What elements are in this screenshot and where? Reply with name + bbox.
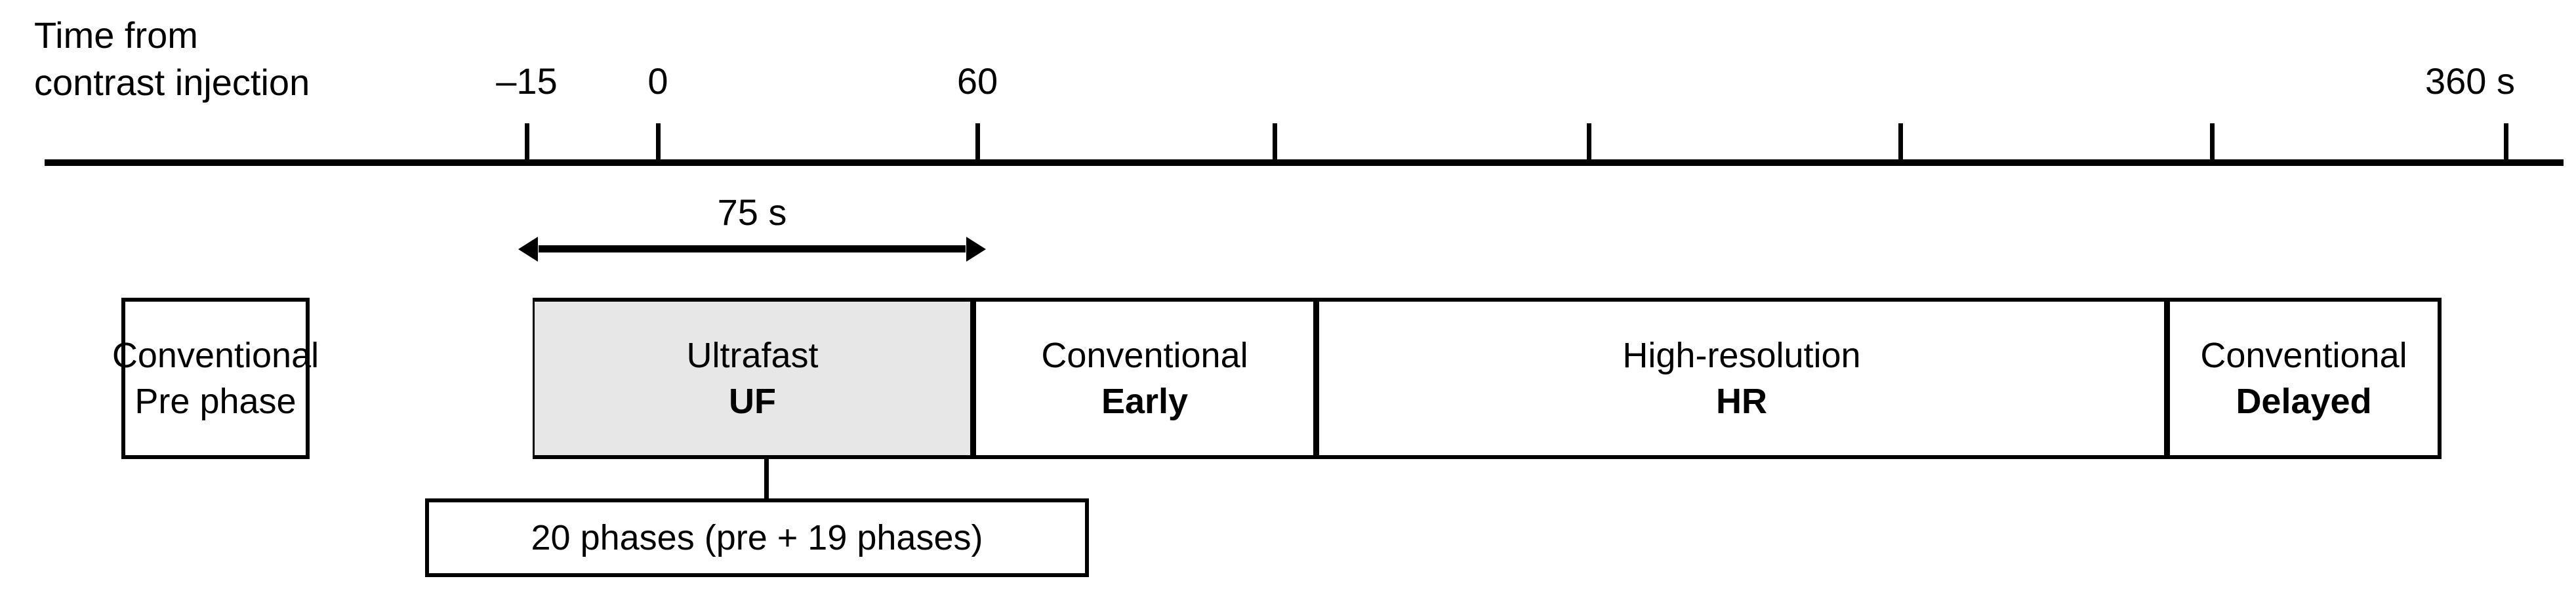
phase-subtitle: Delayed [2236, 382, 2372, 421]
axis-tick [2504, 123, 2508, 161]
span-double-arrow [539, 245, 966, 252]
callout-connector-line [764, 459, 769, 498]
phase-subtitle: Early [1101, 382, 1189, 421]
axis-tick-label: 60 [956, 60, 998, 102]
axis-tick [525, 123, 529, 161]
axis-tick-label: –15 [496, 60, 558, 102]
callout-text: 20 phases (pre + 19 phases) [531, 518, 983, 557]
callout-box[interactable]: 20 phases (pre + 19 phases) [425, 498, 1089, 577]
time-axis-line [45, 159, 2564, 166]
phase-title: Conventional [112, 335, 319, 375]
axis-tick-label: 360 s [2425, 60, 2515, 102]
axis-tick-label: 0 [647, 60, 668, 102]
phase-subtitle: HR [1716, 382, 1767, 421]
phase-title: Ultrafast [686, 335, 819, 375]
axis-tick [1273, 123, 1277, 161]
axis-tick [1587, 123, 1591, 161]
axis-tick [1898, 123, 1903, 161]
phase-subtitle: Pre phase [134, 382, 296, 421]
axis-tick [656, 123, 661, 161]
axis-caption: Time from contrast injection [34, 12, 310, 106]
axis-caption-line-1: Time from [34, 14, 198, 56]
axis-caption-line-2: contrast injection [34, 61, 310, 103]
phase-title: Conventional [1041, 335, 1248, 375]
axis-tick [975, 123, 980, 161]
span-label: 75 s [717, 191, 787, 233]
phase-title: High-resolution [1622, 335, 1861, 375]
phase-title: Conventional [2200, 335, 2407, 375]
phase-subtitle: UF [729, 382, 776, 421]
axis-tick [2210, 123, 2215, 161]
